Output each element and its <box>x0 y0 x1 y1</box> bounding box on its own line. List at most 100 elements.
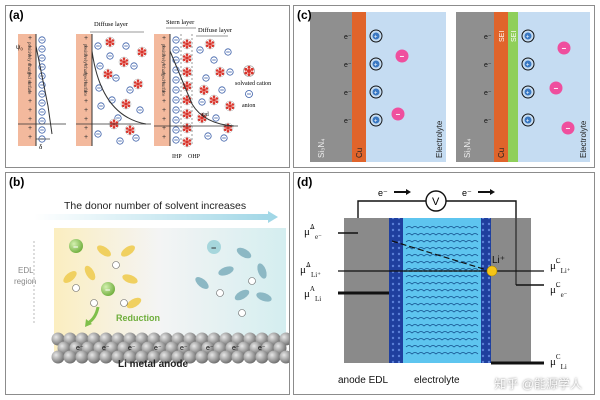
electron: e⁻ <box>484 90 492 97</box>
surface-plus-sign: + <box>84 80 88 87</box>
solvated-cation <box>181 80 193 92</box>
stern-layer-label: Stern layer <box>166 19 195 26</box>
donor-arrow-text: The donor number of solvent increases <box>64 200 246 212</box>
solvated-cation <box>198 84 210 96</box>
wave-line <box>405 331 479 334</box>
anion <box>106 52 114 60</box>
anion <box>126 86 134 94</box>
electron: e⁻ <box>484 34 492 41</box>
ohp-label: OHP <box>188 154 201 160</box>
anion <box>196 46 204 54</box>
wave-line <box>405 261 479 264</box>
cation-icon: + <box>369 85 383 99</box>
anion <box>38 54 46 62</box>
li-path <box>391 240 491 272</box>
sei-right <box>508 12 518 162</box>
anode-atom <box>195 350 209 364</box>
surface-plus-sign: + <box>84 44 88 51</box>
solvated-cation <box>214 66 226 78</box>
surface-label-2: positively charged surface <box>82 44 87 97</box>
svg-text:−: − <box>396 110 401 119</box>
anode-atom <box>243 350 257 364</box>
potential-label: μCLi <box>550 353 567 371</box>
svg-text:+: + <box>374 35 378 41</box>
anion-minus-1: − <box>73 242 78 252</box>
surface-plus-sign: + <box>84 116 88 123</box>
anion <box>112 74 120 82</box>
anion <box>116 137 124 145</box>
solvated-cation <box>136 46 148 58</box>
surface-plus-sign: + <box>162 44 166 51</box>
left-charges: e⁻+e⁻+e⁻+e⁻+−− <box>344 29 409 127</box>
anode-electron: e⁻ <box>76 345 84 352</box>
cu-left-label: Cu <box>355 148 364 158</box>
surface-3 <box>154 34 170 146</box>
sei-label-2: SEI <box>511 31 518 42</box>
anode-atom <box>279 350 289 364</box>
surface-plus-sign: + <box>28 125 32 132</box>
svg-text:+: + <box>526 119 530 125</box>
anion <box>38 90 46 98</box>
wave-line <box>405 282 479 285</box>
surface-label-1: positively charged surface <box>26 42 31 95</box>
sei-comparison-figure: Si₃N₄ Cu Electrolyte e⁻+e⁻+e⁻+e⁻+−− Si₃N… <box>310 12 590 162</box>
solvated-cation <box>204 38 216 50</box>
surface-plus-sign: + <box>84 62 88 69</box>
donor-arrow <box>34 211 278 223</box>
psi-d-label: ψd <box>202 112 209 118</box>
electron: e⁻ <box>484 118 492 125</box>
panel-a-label: (a) <box>9 8 24 22</box>
surface-plus-sign: + <box>162 98 166 105</box>
substrate-left-label: Si₃N₄ <box>317 139 326 158</box>
surface-plus-sign: + <box>28 71 32 78</box>
anode-atom <box>87 350 101 364</box>
anion-minus-3: − <box>211 243 216 253</box>
anion <box>224 48 232 56</box>
diffuse-layer-label-1: Diffuse layer <box>94 21 129 28</box>
anion <box>172 106 180 114</box>
surface-plus-sign: + <box>162 107 166 114</box>
anode-atom <box>219 350 233 364</box>
anion <box>38 117 46 125</box>
solvated-cation <box>120 98 132 110</box>
anode-edl-label: anode EDL <box>338 375 388 386</box>
potential-label: μ̃Ce⁻ <box>550 281 568 299</box>
surface-plus-sign: + <box>84 134 88 141</box>
wave-line <box>405 317 479 320</box>
cu-right-label: Cu <box>497 148 506 158</box>
anion <box>172 86 180 94</box>
anion <box>38 45 46 53</box>
diffuse-layer-label-2: Diffuse layer <box>198 27 233 34</box>
substrate-left <box>310 12 352 162</box>
anion <box>172 76 180 84</box>
surface-plus-sign: + <box>84 89 88 96</box>
svg-text:+: + <box>526 35 530 41</box>
anion <box>38 36 46 44</box>
svg-text:−: − <box>566 124 571 133</box>
anode-electron: e⁻ <box>128 345 136 352</box>
surface-plus-sign: + <box>84 107 88 114</box>
cation-icon: + <box>521 29 535 43</box>
solvated-cation <box>181 94 193 106</box>
li-metal-anode <box>51 332 289 364</box>
anion-icon: − <box>557 41 571 55</box>
surface-plus-sign: + <box>28 35 32 42</box>
anode-atom <box>231 350 245 364</box>
surface-plus-sign: + <box>28 53 32 60</box>
anode-atom <box>111 350 125 364</box>
surface-plus-sign: + <box>84 35 88 42</box>
surface-plus-sign: + <box>162 35 166 42</box>
anion <box>218 86 226 94</box>
anode-atom <box>255 350 269 364</box>
potential-label: μ̃Ae⁻ <box>304 223 322 241</box>
solvated-cation <box>132 78 144 90</box>
anion <box>202 74 210 82</box>
panel-c: (c) Si₃N₄ Cu Electrolyte e⁻+e⁻+e⁻+e⁻+−− … <box>293 5 595 168</box>
surface-plus-sign: + <box>162 53 166 60</box>
anion-icon: − <box>395 49 409 63</box>
cation-icon: + <box>521 85 535 99</box>
anode-potential-labels: μ̃Ae⁻μ̃ALi⁺μALi <box>300 223 322 303</box>
anion-icon: − <box>561 121 575 135</box>
wave-line <box>405 240 479 243</box>
wave-line <box>405 338 479 341</box>
